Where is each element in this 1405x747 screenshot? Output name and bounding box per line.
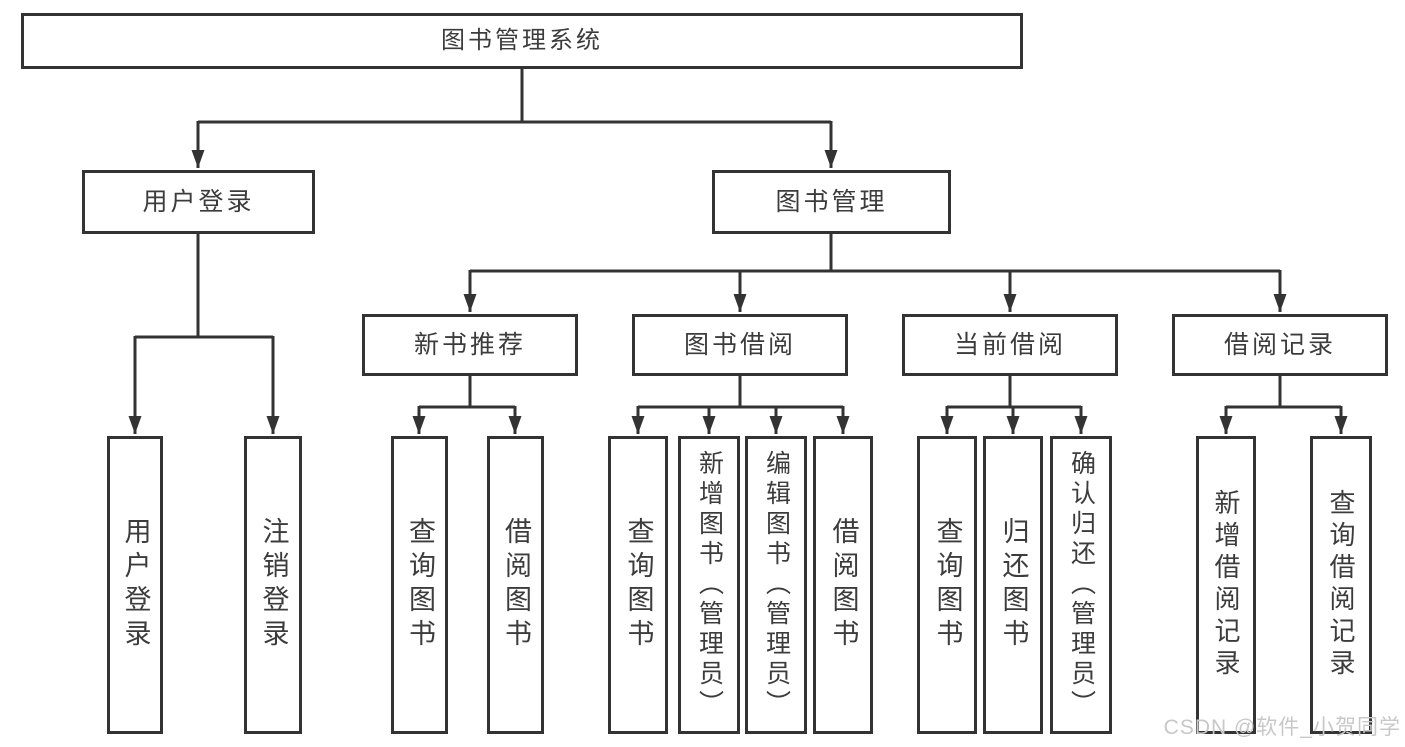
leaf-cb-query-books-label: 查询图书 bbox=[932, 517, 963, 653]
leaf-cb-return-books: 归还图书 bbox=[983, 436, 1043, 734]
leaf-br-query-record-label: 查询借阅记录 bbox=[1326, 489, 1356, 681]
node-book-borrow: 图书借阅 bbox=[632, 314, 848, 376]
leaf-nbr-borrow-books-label: 借阅图书 bbox=[501, 517, 531, 653]
leaf-cb-query-books: 查询图书 bbox=[917, 436, 977, 734]
leaf-bb-query-books-label: 查询图书 bbox=[623, 517, 654, 653]
leaf-bb-add-books-admin: 新增图书（管理员） bbox=[678, 436, 740, 734]
node-new-book-recommend: 新书推荐 bbox=[362, 314, 578, 376]
node-root-label: 图书管理系统 bbox=[441, 27, 603, 54]
leaf-bb-query-books: 查询图书 bbox=[608, 436, 668, 734]
connector-new-book-recommend bbox=[419, 376, 515, 409]
leaf-bb-add-books-admin-label: 新增图书（管理员） bbox=[695, 450, 724, 720]
leaf-bb-borrow-books: 借阅图书 bbox=[813, 436, 873, 734]
leaf-br-add-record: 新增借阅记录 bbox=[1196, 436, 1256, 734]
connector-borrow-records bbox=[1226, 376, 1341, 409]
node-borrow-records: 借阅记录 bbox=[1172, 314, 1388, 376]
leaf-nbr-query-books-label: 查询图书 bbox=[405, 517, 435, 653]
connector-book-management bbox=[470, 234, 1280, 273]
leaf-bb-edit-books-admin: 编辑图书（管理员） bbox=[745, 436, 807, 734]
connector-book-borrow bbox=[638, 376, 843, 409]
leaf-bb-edit-books-admin-label: 编辑图书（管理员） bbox=[762, 450, 791, 720]
node-user-login: 用户登录 bbox=[82, 170, 315, 234]
node-borrow-records-label: 借阅记录 bbox=[1223, 330, 1336, 359]
csdn-watermark: CSDN @软件_小贺同学 bbox=[1163, 716, 1401, 739]
connector-current-borrow bbox=[947, 376, 1081, 409]
leaf-cb-confirm-return-admin: 确认归还（管理员） bbox=[1050, 436, 1112, 734]
leaf-bb-borrow-books-label: 借阅图书 bbox=[828, 517, 859, 653]
node-user-login-label: 用户登录 bbox=[142, 187, 255, 216]
connector-root bbox=[198, 69, 831, 124]
leaf-cb-confirm-return-admin-label: 确认归还（管理员） bbox=[1067, 450, 1096, 720]
node-current-borrow: 当前借阅 bbox=[902, 314, 1118, 376]
node-book-management: 图书管理 bbox=[712, 170, 951, 234]
leaf-nbr-borrow-books: 借阅图书 bbox=[487, 436, 544, 734]
leaf-logout: 注销登录 bbox=[244, 436, 302, 734]
leaf-br-add-record-label: 新增借阅记录 bbox=[1211, 489, 1241, 681]
node-book-borrow-label: 图书借阅 bbox=[683, 330, 796, 359]
leaf-logout-label: 注销登录 bbox=[258, 517, 289, 653]
leaf-cb-return-books-label: 归还图书 bbox=[998, 517, 1029, 653]
leaf-nbr-query-books: 查询图书 bbox=[391, 436, 448, 734]
leaf-user-login: 用户登录 bbox=[107, 436, 163, 734]
node-root: 图书管理系统 bbox=[21, 13, 1023, 69]
connector-user-login bbox=[135, 234, 273, 339]
node-new-book-recommend-label: 新书推荐 bbox=[413, 330, 526, 359]
leaf-br-query-record: 查询借阅记录 bbox=[1310, 436, 1372, 734]
leaf-user-login-label: 用户登录 bbox=[120, 517, 151, 653]
node-book-management-label: 图书管理 bbox=[775, 187, 888, 216]
node-current-borrow-label: 当前借阅 bbox=[953, 330, 1066, 359]
